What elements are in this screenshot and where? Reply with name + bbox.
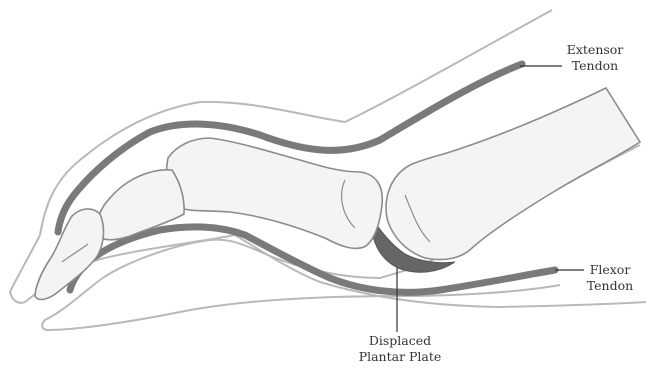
proximal-phalanx <box>167 138 383 248</box>
flexor-label-line1: Flexor <box>580 262 640 278</box>
extensor-label-line2: Tendon <box>560 58 630 74</box>
plate-label-line1: Displaced <box>350 333 450 349</box>
flexor-label-line2: Tendon <box>580 278 640 294</box>
plantar-plate-label: Displaced Plantar Plate <box>350 333 450 365</box>
plate-label-line2: Plantar Plate <box>350 349 450 365</box>
extensor-tendon-label: Extensor Tendon <box>560 42 630 74</box>
flexor-tendon-label: Flexor Tendon <box>580 262 640 294</box>
extensor-label-line1: Extensor <box>560 42 630 58</box>
